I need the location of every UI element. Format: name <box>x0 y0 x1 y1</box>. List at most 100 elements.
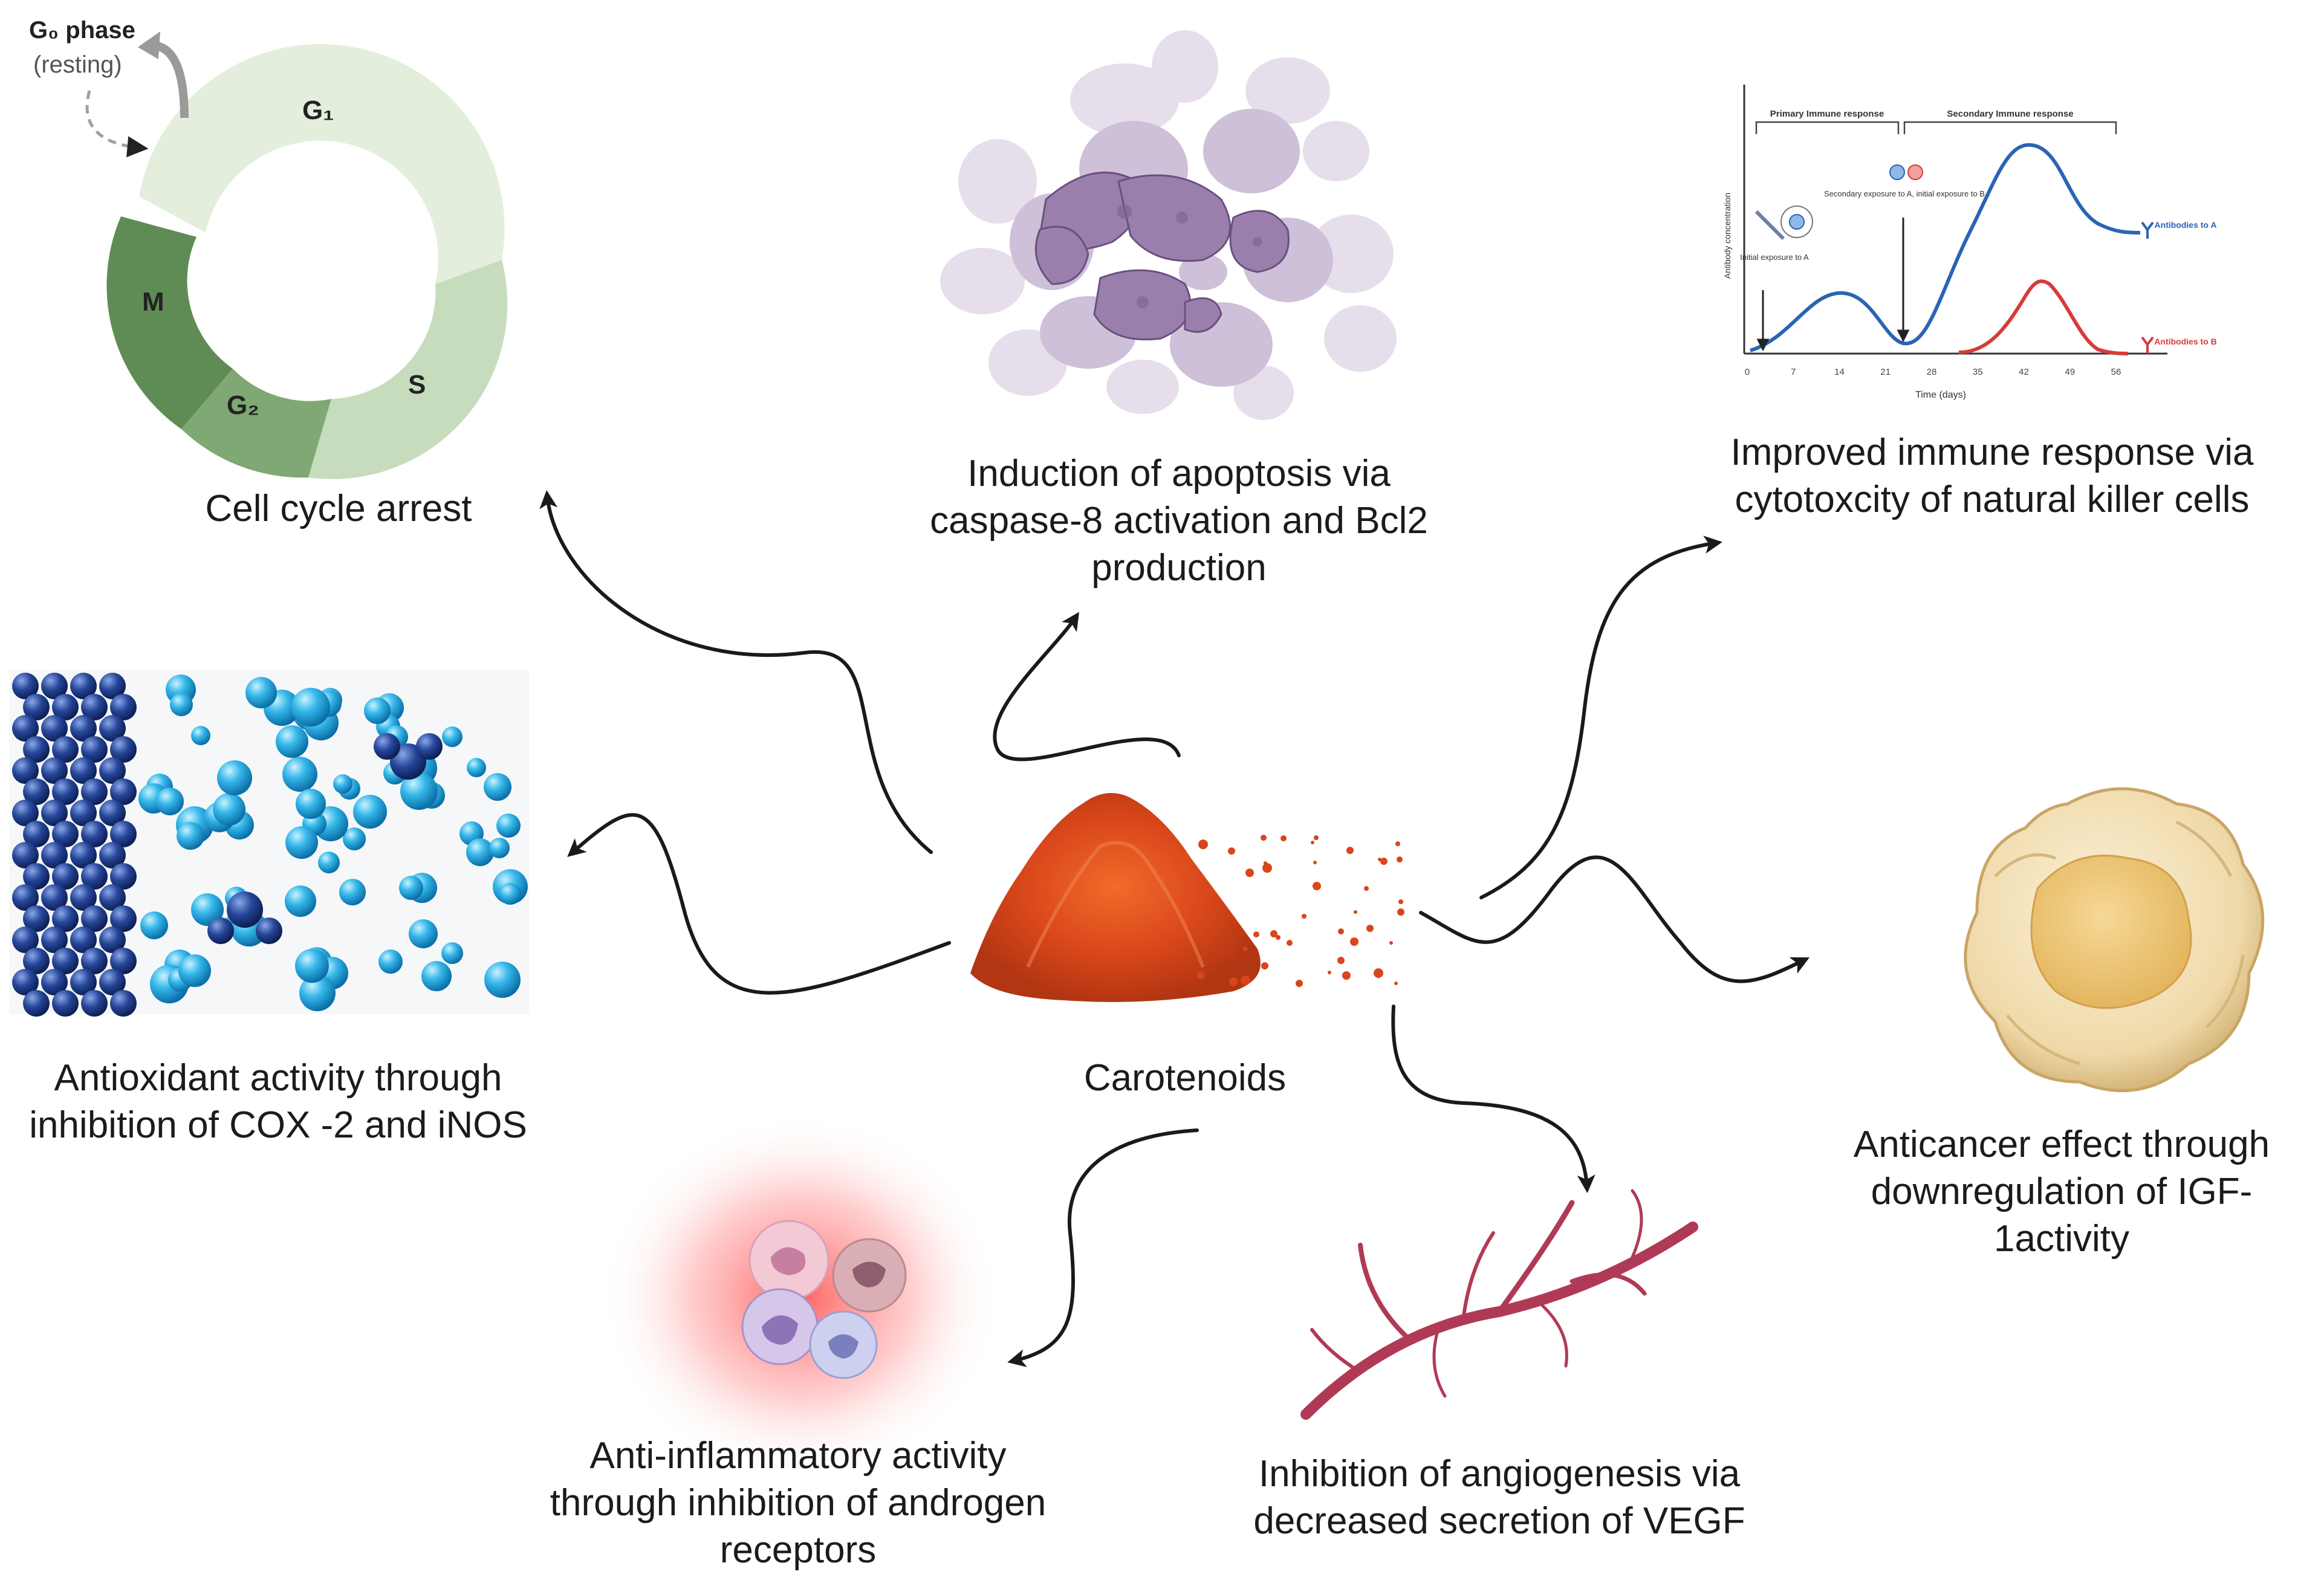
dark-sphere <box>41 673 68 699</box>
dark-sphere <box>70 715 97 742</box>
powder-speck <box>1270 930 1277 937</box>
light-sphere <box>364 697 391 724</box>
light-sphere <box>285 885 316 917</box>
g0-resting-label: (resting) <box>33 51 122 78</box>
cell-cycle-caption: Cell cycle arrest <box>205 488 472 529</box>
dark-sphere <box>12 757 39 784</box>
powder-speck <box>1261 962 1268 969</box>
dark-sphere <box>99 927 126 953</box>
dark-sphere <box>110 863 137 890</box>
light-sphere <box>191 726 210 745</box>
powder-speck <box>1229 977 1238 986</box>
chart-x-tick: 14 <box>1834 367 1845 377</box>
powder-speck <box>1337 957 1345 964</box>
chart-ylabel: Antibody concentration <box>1722 193 1732 279</box>
dark-sphere <box>70 673 97 699</box>
carotenoids-label: Carotenoids <box>1083 1057 1287 1099</box>
dark-sphere <box>41 842 68 869</box>
cancer-cell-icon <box>1964 787 2265 1092</box>
chart-secondary-label: Secondary Immune response <box>1947 109 2073 119</box>
light-sphere <box>177 822 204 850</box>
dark-sphere <box>12 884 39 911</box>
light-sphere <box>291 688 330 727</box>
powder-speck <box>1243 947 1248 951</box>
light-sphere <box>400 772 438 810</box>
powder-speck <box>1314 835 1319 840</box>
antioxidant-molecules-icon <box>9 670 529 1017</box>
chart-x-tick: 7 <box>1791 367 1796 377</box>
dark-sphere <box>12 800 39 826</box>
dark-sphere <box>12 927 39 953</box>
chart-legend-b: Antibodies to B <box>2154 337 2216 346</box>
dark-sphere <box>81 821 108 847</box>
light-sphere <box>496 814 521 838</box>
angiogenesis-caption: Inhibition of angiogenesis via decreased… <box>1253 1453 1745 1542</box>
powder-speck <box>1287 940 1293 946</box>
light-sphere <box>213 793 245 826</box>
powder-speck <box>1346 847 1354 854</box>
antibody-b-curve <box>1958 279 2129 355</box>
dark-sphere <box>52 863 79 890</box>
apoptosis-caption: Induction of apoptosis via caspase-8 act… <box>930 453 1428 589</box>
dark-sphere <box>81 863 108 890</box>
light-sphere <box>318 852 340 873</box>
powder-speck <box>1395 841 1400 846</box>
light-sphere <box>170 693 193 716</box>
chart-x-tick: 49 <box>2065 367 2075 377</box>
arrow-to-antiinflammatory <box>1007 1128 1199 1367</box>
dark-sphere <box>52 990 79 1017</box>
dark-sphere <box>52 821 79 847</box>
light-sphere <box>467 758 486 777</box>
powder-speck <box>1374 968 1383 978</box>
light-sphere <box>353 795 387 829</box>
blood-vessels-icon <box>1300 1189 1698 1420</box>
phase-g1-label: G₁ <box>302 95 334 125</box>
dark-sphere <box>110 948 137 974</box>
light-sphere <box>245 677 277 708</box>
powder-speck <box>1389 941 1393 945</box>
dark-sphere <box>52 905 79 932</box>
dark-sphere <box>81 905 108 932</box>
light-sphere <box>295 949 329 983</box>
dark-sphere <box>23 863 50 890</box>
chart-x-tick: 42 <box>2019 367 2029 377</box>
antibody-a-curve <box>1750 143 2141 352</box>
powder-speck <box>1241 976 1250 985</box>
dark-sphere <box>70 842 97 869</box>
light-sphere <box>466 838 494 866</box>
dark-sphere <box>23 905 50 932</box>
antioxidant-caption: Antioxidant activity through inhibition … <box>29 1057 527 1146</box>
powder-speck <box>1313 882 1321 890</box>
arrow-to-anticancer <box>1419 855 1810 983</box>
inflammatory-cells-icon <box>602 1115 1001 1478</box>
dark-sphere <box>99 800 126 826</box>
dark-sphere <box>70 757 97 784</box>
dark-sphere <box>110 778 137 805</box>
dark-sphere <box>41 927 68 953</box>
chart-annot-initial: Initial exposure to A <box>1740 253 1809 262</box>
dark-sphere <box>70 927 97 953</box>
light-sphere <box>399 876 423 900</box>
dark-sphere <box>110 821 137 847</box>
light-sphere <box>484 962 521 998</box>
chart-x-tick: 28 <box>1927 367 1937 377</box>
chart-xlabel: Time (days) <box>1915 390 1966 400</box>
dark-sphere <box>110 694 137 720</box>
light-sphere <box>285 826 318 859</box>
powder-speck <box>1342 971 1351 980</box>
phase-m-label: M <box>142 287 164 317</box>
light-sphere <box>484 773 511 801</box>
powder-speck <box>1364 886 1369 891</box>
powder-speck <box>1280 835 1287 841</box>
dark-sphere <box>99 757 126 784</box>
light-sphere <box>299 975 336 1011</box>
dark-sphere <box>23 694 50 720</box>
powder-speck <box>1394 982 1398 985</box>
light-sphere <box>276 725 308 758</box>
chart-annot-secondary: Secondary exposure to A, initial exposur… <box>1824 189 1985 198</box>
light-sphere <box>339 879 366 905</box>
connector-arrows <box>539 490 1810 1367</box>
